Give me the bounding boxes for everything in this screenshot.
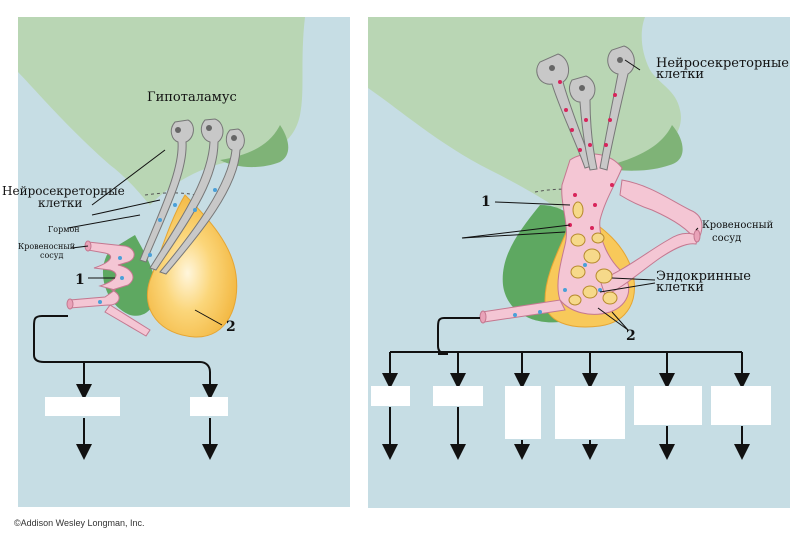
right-blank-box-5 (634, 386, 702, 425)
left-blank-box-1 (45, 397, 120, 416)
left-number-2: 2 (226, 319, 236, 335)
right-blank-box-6 (711, 386, 771, 425)
label-vessel-line2: сосуд (40, 251, 63, 260)
label-hormone: Гормон (48, 225, 80, 234)
right-pointer-lines (461, 59, 699, 331)
right-label-vessel-line2: сосуд (712, 233, 741, 244)
copyright-text: ©Addison Wesley Longman, Inc. (14, 518, 145, 528)
left-flowchart (33, 315, 218, 460)
left-neurosecretory-cells (139, 118, 245, 275)
right-hypothalamus-ridge (600, 125, 683, 171)
right-blank-box-1 (371, 386, 410, 406)
right-blank-box-2 (433, 386, 483, 406)
right-panel: Нейросекреторные клетки Кровеносный сосу… (368, 17, 790, 508)
right-blank-box-4 (555, 386, 625, 439)
right-label-endocrine-line2: клетки (656, 280, 704, 295)
right-label-vessel-line1: Кровеносный (702, 220, 774, 231)
left-blank-box-2 (190, 397, 228, 416)
label-vessel-line1: Кровеносный (18, 242, 75, 251)
left-panel: Гипоталамус Нейросекреторные клетки Горм… (2, 17, 350, 507)
right-flowchart (382, 317, 750, 460)
right-number-2: 2 (626, 328, 636, 344)
left-number-1: 1 (75, 272, 85, 288)
right-label-neurosecretory-line2: клетки (656, 67, 704, 82)
left-pointer-lines (67, 149, 223, 326)
right-neurosecretory-cells (513, 45, 635, 317)
right-label-neurosecretory-line1: Нейросекреторные (656, 56, 789, 71)
right-blank-box-3 (505, 386, 541, 439)
label-neurosecretory-line2: клетки (38, 196, 82, 210)
right-label-endocrine-line1: Эндокринные (656, 269, 751, 284)
right-number-1: 1 (481, 194, 491, 210)
label-neurosecretory-line1: Нейросекреторные (2, 184, 125, 198)
right-endocrine-cells (568, 201, 618, 306)
label-hypothalamus: Гипоталамус (147, 90, 237, 105)
